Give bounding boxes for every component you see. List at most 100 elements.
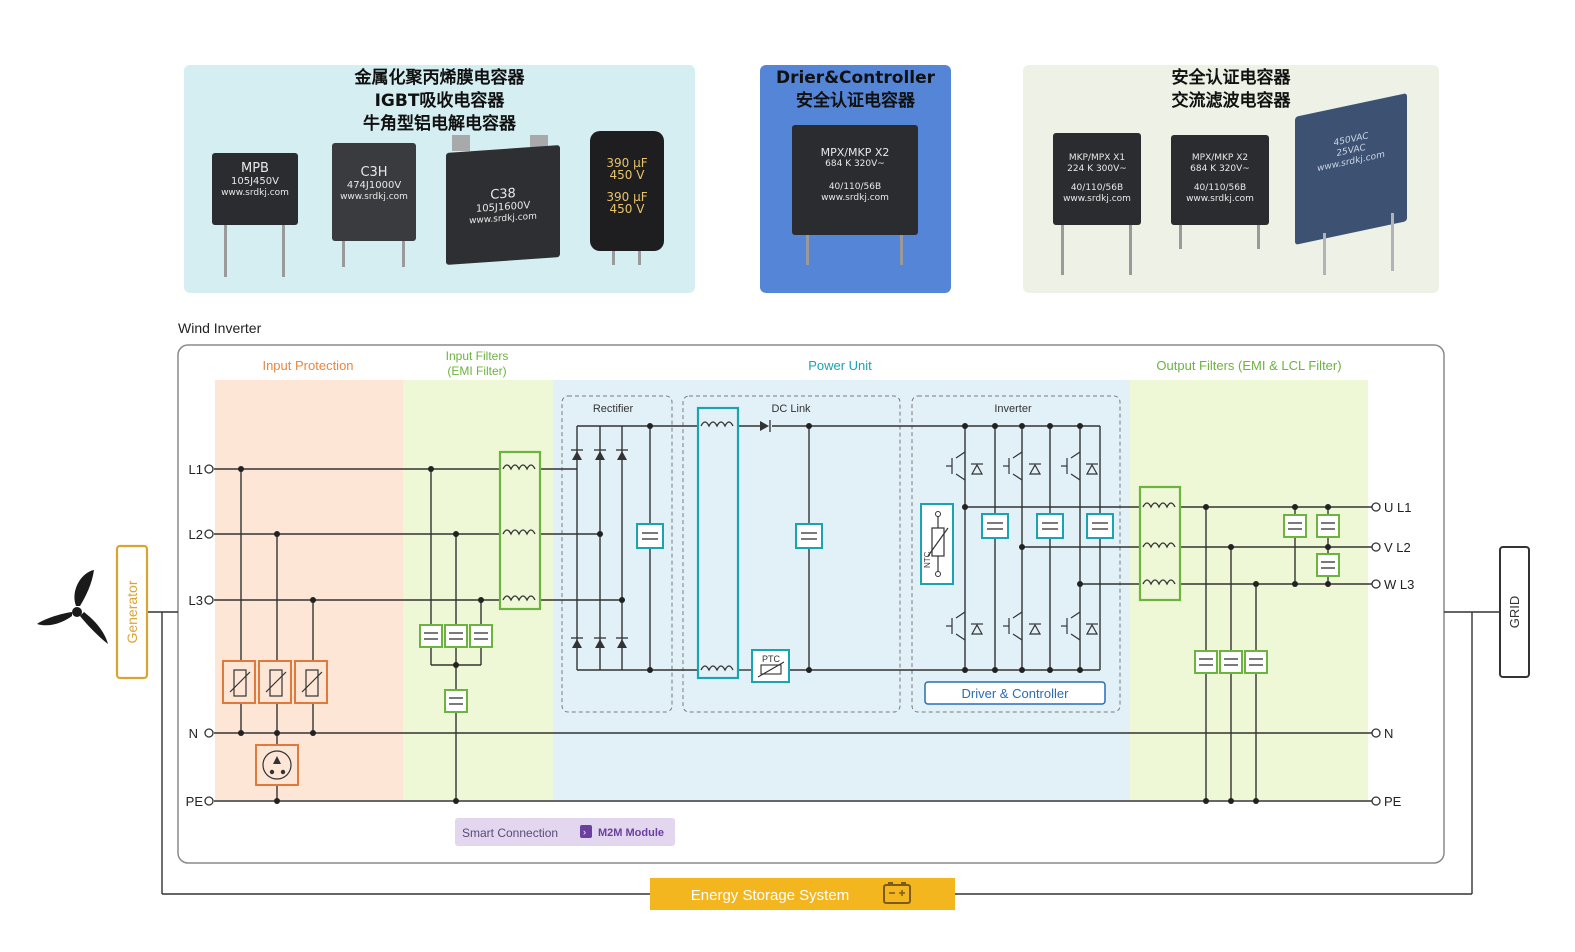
driver-controller-box xyxy=(924,681,1106,705)
label-power-unit: Power Unit xyxy=(808,358,872,373)
panel-title: Drier&Controller 安全认证电容器 xyxy=(760,67,951,113)
capacitor-icon xyxy=(419,624,443,648)
cap-plates xyxy=(424,632,488,705)
igbt-icon xyxy=(1003,611,1042,641)
igbt-icon xyxy=(1061,451,1099,481)
inverter-frame xyxy=(177,344,1445,864)
label-smart-connection: Smart Connection xyxy=(462,826,558,840)
panel-title: 安全认证电容器 交流滤波电容器 xyxy=(1023,67,1439,113)
cap-label: 40/110/56B xyxy=(1193,183,1247,193)
rectifier-block xyxy=(561,395,673,713)
diode-icon xyxy=(572,451,582,460)
cap-label: 390 μF xyxy=(606,190,648,204)
terminal-label: N xyxy=(1384,726,1393,741)
label-input-protection: Input Protection xyxy=(262,358,353,373)
capacitor-icon xyxy=(469,624,493,648)
title-line: 安全认证电容器 xyxy=(1171,68,1291,88)
capacitor-icon xyxy=(444,689,468,713)
capacitor-mpx-x2-right: MPX/MKP X2 684 K 320V~ 40/110/56B www.sr… xyxy=(1171,135,1269,251)
capacitor-electrolytic: 390 μF 450 V 390 μF 450 V xyxy=(590,131,664,267)
capacitor-icon xyxy=(1194,650,1218,674)
panel-safety-capacitors: 安全认证电容器 交流滤波电容器 MKP/MPX X1 224 K 300V~ 4… xyxy=(1023,65,1439,293)
label-m2m-module: M2M Module xyxy=(598,827,664,839)
panel-title: 金属化聚丙烯膜电容器 IGBT吸收电容器 牛角型铝电解电容器 xyxy=(184,67,695,136)
cap-label: 684 K 320V~ xyxy=(825,159,885,169)
capacitor-icon xyxy=(1316,553,1340,577)
emi-capacitors xyxy=(419,624,493,713)
capacitor-icon xyxy=(636,523,664,549)
diode-icon xyxy=(617,451,627,460)
igbt-group xyxy=(946,451,1099,641)
diode-icon xyxy=(595,639,605,648)
terminal-label: N xyxy=(189,726,198,741)
title-line: Drier&Controller xyxy=(775,68,936,88)
label-grid: GRID xyxy=(1507,596,1522,629)
capacitor-icon xyxy=(981,513,1009,539)
cap-label: MPX/MKP X2 xyxy=(1191,153,1249,163)
diode-bars xyxy=(571,449,628,639)
m2m-icon xyxy=(580,825,592,838)
coil-symbols xyxy=(700,421,734,672)
wind-turbine-icon xyxy=(37,570,108,644)
terminal-label: W L3 xyxy=(1384,577,1414,592)
generator-box xyxy=(115,544,149,680)
cap-label: 474J1000V xyxy=(346,180,402,191)
cap-label: www.srdkj.com xyxy=(1063,194,1131,204)
emi-choke-icon xyxy=(498,450,542,611)
capacitor-mpx-x2: MPX/MKP X2 684 K 320V~ 40/110/56B www.sr… xyxy=(792,125,918,267)
title-line: 牛角型铝电解电容器 xyxy=(363,114,516,134)
cap-label: 40/110/56B xyxy=(828,182,882,192)
diode-icon xyxy=(617,639,627,648)
smart-connection-box xyxy=(455,818,675,846)
terminal-label: L3 xyxy=(189,593,203,608)
label-ntc: NTC xyxy=(923,551,932,568)
varistor-symbols xyxy=(229,669,323,780)
output-capacitors xyxy=(1194,514,1340,674)
cap-label: 684 K 320V~ xyxy=(1190,164,1250,174)
capacitor-icon xyxy=(1283,514,1307,538)
label-inverter: Inverter xyxy=(994,403,1032,415)
lcl-choke-icon xyxy=(1138,485,1182,602)
diode-icon xyxy=(760,421,769,431)
cap-label: MPX/MKP X2 xyxy=(820,146,890,159)
diode-icon xyxy=(595,451,605,460)
label-input-filters: (EMI Filter) xyxy=(447,364,506,378)
igbt-icon xyxy=(1061,611,1099,641)
capacitor-icon xyxy=(1316,514,1340,538)
label-input-filters: Input Filters xyxy=(446,349,509,363)
cap-label: C3H xyxy=(360,165,388,180)
inverter-block xyxy=(911,395,1121,713)
varistor-icon xyxy=(222,660,256,704)
capacitor-mpb: MPB 105J450V www.srdkj.com xyxy=(212,153,298,279)
cap-label: www.srdkj.com xyxy=(340,192,408,202)
cap-label: 40/110/56B xyxy=(1070,183,1124,193)
title-line: 交流滤波电容器 xyxy=(1171,91,1291,111)
cap-plates xyxy=(642,522,1108,540)
input-protection-area xyxy=(215,380,403,800)
capacitor-icon xyxy=(1086,513,1114,539)
cap-label: www.srdkj.com xyxy=(221,188,289,198)
cap-label: 105J450V xyxy=(231,176,279,187)
cap-plates xyxy=(1199,522,1335,666)
cap-label: MPB xyxy=(241,161,269,176)
capacitor-icon xyxy=(795,523,823,549)
capacitor-c3h: C3H 474J1000V www.srdkj.com xyxy=(332,143,416,269)
label-output-filters: Output Filters (EMI & LCL Filter) xyxy=(1156,358,1341,373)
capacitor-icon xyxy=(1244,650,1268,674)
terminal-label: L1 xyxy=(189,462,203,477)
junctions xyxy=(238,423,1331,804)
diode-icon xyxy=(572,639,582,648)
battery-icon xyxy=(883,882,911,904)
terminal-label: U L1 xyxy=(1384,500,1411,515)
coil-symbols xyxy=(502,464,536,602)
cap-label: 224 K 300V~ xyxy=(1067,164,1127,174)
arrester-dots xyxy=(269,756,286,775)
grid-box xyxy=(1499,546,1530,678)
power-capacitors xyxy=(636,513,1114,549)
varistor-group xyxy=(222,660,328,786)
cap-label: www.srdkj.com xyxy=(821,193,889,203)
cap-label: 390 μF xyxy=(606,156,648,170)
varistor-icon xyxy=(294,660,328,704)
capacitor-c38: C38 105J1600V www.srdkj.com xyxy=(442,135,562,265)
